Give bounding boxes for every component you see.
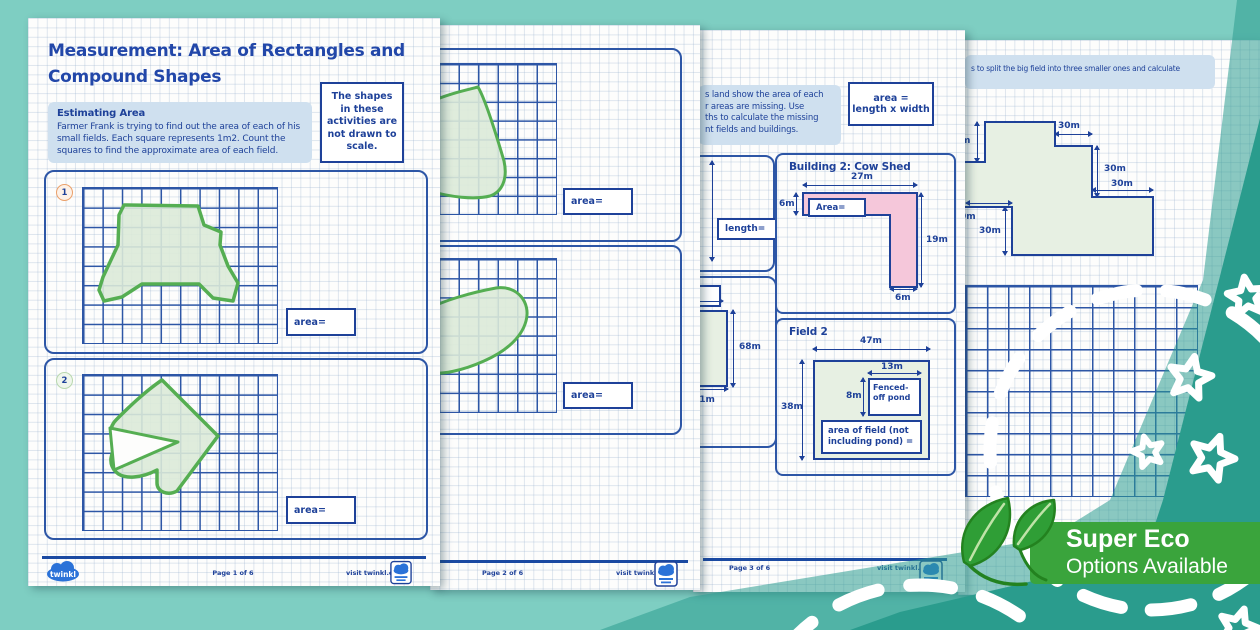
worksheet-page-1: Measurement: Area of Rectangles and Comp… [28,18,440,586]
area-label: area= [294,316,326,328]
pond-left-arrow [859,377,866,417]
length-label: length= [725,224,766,234]
building2-title: Building 2: Cow Shed [789,161,911,173]
field2-title: Field 2 [789,326,828,338]
formula-line-2: length x width [852,104,930,115]
twinkl-logo-text: twinkl [50,570,76,579]
badge-title: Super Eco [1066,525,1190,553]
pond-top-arrow [867,369,922,376]
footer-rule [42,556,426,559]
instruction-line: r areas are missing. Use [705,101,805,112]
instruction-line: s land show the area of each [705,90,824,100]
activity-number-2: 2 [56,372,73,389]
pond-top-label: 13m [881,362,903,372]
field2-answer-label: area of field (not including pond) = [828,426,914,447]
measure-arrow-mid [1091,186,1154,193]
field2-answer-box: area of field (not including pond) = [821,420,922,454]
pond-box: Fenced-off pond [868,378,921,416]
footer-page-number: Page 3 of 6 [729,564,771,572]
activity1-area-box: area= [286,308,356,336]
page3-instructions: s land show the area of each r areas are… [699,85,841,145]
activity2-area-box: area= [563,382,633,409]
field2-left-label: 38m [781,402,803,412]
page4-instructions: s to split the big field into three smal… [965,55,1215,89]
footer-page-number: Page 2 of 6 [482,569,524,577]
instruction-line: nt fields and buildings. [705,124,799,135]
building2-area-box: Area= [808,198,866,217]
star-icon [1215,603,1260,630]
pond-left-label: 8m [846,391,862,401]
footer-rule [438,560,688,563]
super-eco-badge: Super Eco Options Available [950,492,1260,592]
estimating-area-info: Estimating Area Farmer Frank is trying t… [48,102,312,163]
twinkl-badge-icon [654,561,678,587]
measure-arrow-top [1054,130,1093,137]
field2-top-label: 47m [860,336,882,346]
building2-left-arrow [792,192,799,216]
activity-box-1: 1 area= [44,170,428,354]
twinkl-badge-icon [919,560,943,586]
instruction-line: ths to calculate the missing [705,113,819,123]
area-formula-box: area = length x width [848,82,934,126]
activity1-area-box: area= [563,188,633,215]
twinkl-logo: twinkl [47,561,79,582]
leaf-icon [961,496,1056,587]
field-shape-bean [424,286,529,375]
building2-left-label: 6m [779,199,795,209]
building2-top-label: 27m [851,172,873,182]
twinkl-badge-icon [390,560,412,585]
footer-page-number: Page 1 of 6 [212,569,254,577]
measure-arrow-left-step [973,121,980,163]
activity-number-1: 1 [56,184,73,201]
measure-arrow-notch-height [1001,206,1008,256]
worksheet-page-2: area= area= Page 2 of 6 visit twinkl.com [424,25,700,590]
footer-rule [703,558,947,561]
footer-visit-link: visit twinkl.com [346,569,405,577]
formula-line-1: area = [873,93,909,104]
area-label: area= [571,390,603,401]
page-title: Measurement: Area of Rectangles and Comp… [48,41,405,87]
field3-height-arrow [729,309,736,388]
label-mid-30m: 30m [1111,179,1133,189]
field-shape-triangle [426,85,507,200]
field-shape-blob [97,203,240,303]
page4-counting-grid [965,285,1198,497]
info-heading: Estimating Area [57,108,146,119]
building2-top-arrow [802,181,918,188]
worksheet-page-3: s land show the area of each r areas are… [679,30,965,592]
activity2-area-box: area= [286,496,356,524]
pond-label: Fenced-off pond [873,383,911,402]
field1-length-arrow [708,160,715,262]
field-shape-arrow [108,378,220,495]
building2-bottom-label: 6m [895,293,911,303]
not-to-scale-note: The shapes in these activities are not d… [320,82,404,163]
badge-subtitle: Options Available [1066,555,1228,578]
building2-area-label: Area= [816,202,846,213]
field2-top-arrow [812,345,931,352]
label-right-30m: 30m [1104,164,1126,174]
activity-box-2: 2 area= [44,358,428,540]
info-body: Farmer Frank is trying to find out the a… [57,122,301,156]
measure-arrow-notch-width [965,199,1013,206]
length-answer-box: length= [717,218,777,240]
label-notch-30m: 30m [979,226,1001,236]
field3-height-label: 68m [739,342,761,352]
label-top-30m: 30m [1058,121,1080,131]
building2-right-arrow [917,192,924,288]
building2-right-label: 19m [926,235,948,245]
area-label: area= [294,504,326,516]
building2-bottom-arrow [889,285,918,292]
area-label: area= [571,196,603,207]
